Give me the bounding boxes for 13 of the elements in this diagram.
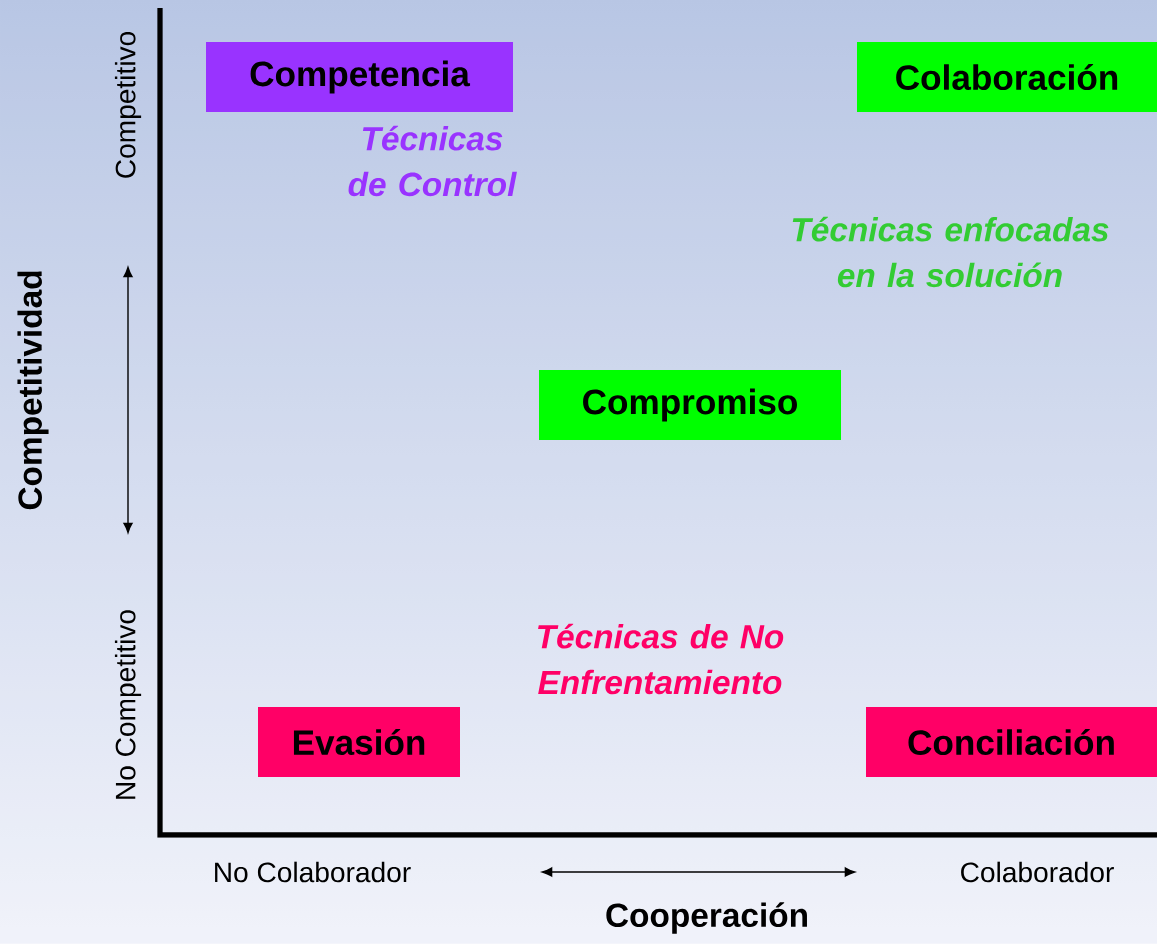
axis-title: Cooperación [606,902,807,934]
axis-label: Colaborador [961,861,1114,883]
strategy-box: Compromiso [539,370,841,440]
axis-label: No Colaborador [215,861,411,883]
axis-title: Competitividad [17,271,49,510]
technique-label: Técnicas de No Enfrentamiento [538,623,784,695]
strategy-box: Conciliación [866,707,1157,777]
strategy-box: Colaboración [857,42,1157,112]
technique-label: Técnicas enfocadas en la solución [792,216,1109,288]
strategy-box: Competencia [206,42,513,112]
strategy-box: Evasión [258,707,460,777]
axis-label: Competitivo [114,32,142,178]
axis-label: No Competitivo [114,610,142,799]
